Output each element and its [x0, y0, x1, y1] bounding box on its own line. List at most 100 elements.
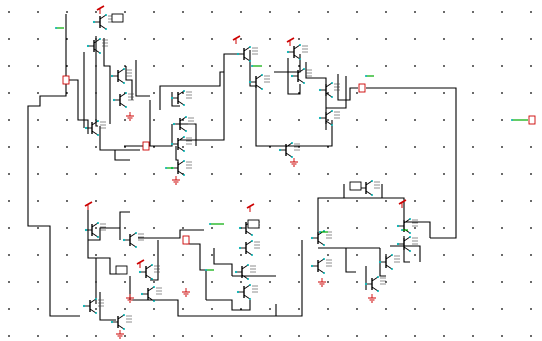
transistor-icon[interactable] [84, 222, 106, 238]
subcircuit-box[interactable] [111, 13, 124, 23]
grid-dot [356, 335, 358, 337]
grid-dot [8, 38, 10, 40]
io-port-icon[interactable] [62, 75, 70, 85]
transistor-icon[interactable] [122, 232, 144, 248]
wire [317, 184, 345, 240]
transistor-icon[interactable] [110, 68, 132, 84]
transistor-icon[interactable] [236, 284, 258, 300]
transistor-icon[interactable] [290, 68, 312, 84]
subcircuit-box[interactable] [247, 219, 260, 229]
grid-dot [472, 119, 474, 121]
transistor-icon[interactable] [86, 38, 108, 54]
wire [95, 36, 98, 127]
grid-dot [95, 200, 97, 202]
transistor-icon[interactable] [170, 90, 192, 106]
grid-dot [501, 308, 503, 310]
grid-dot [37, 11, 39, 13]
grid-dot [298, 281, 300, 283]
io-port-icon[interactable] [142, 141, 150, 151]
grid-dot [327, 308, 329, 310]
grid-dot [327, 92, 329, 94]
grid-dot [443, 200, 445, 202]
grid-dot [501, 65, 503, 67]
grid-dot [8, 254, 10, 256]
transistor-icon[interactable] [92, 14, 114, 30]
grid-dot [530, 173, 532, 175]
subcircuit-box[interactable] [115, 265, 128, 275]
transistor-icon[interactable] [170, 136, 192, 152]
transistor-icon[interactable] [82, 298, 104, 314]
transistor-icon[interactable] [278, 142, 300, 158]
transistor-icon[interactable] [396, 236, 418, 252]
wire [171, 92, 180, 107]
transistor-icon[interactable] [110, 314, 132, 330]
transistor-icon[interactable] [236, 46, 258, 62]
grid-dot [182, 11, 184, 13]
grid-dot [443, 92, 445, 94]
grid-dot [443, 173, 445, 175]
grid-dot [269, 308, 271, 310]
grid-dot [385, 308, 387, 310]
grid-dot [211, 308, 213, 310]
net-label-icon [511, 119, 528, 121]
transistor-icon[interactable] [364, 276, 386, 292]
grid-dot [8, 227, 10, 229]
transistor-icon[interactable] [234, 264, 256, 280]
grid-dot [66, 254, 68, 256]
wire [337, 74, 358, 101]
subcircuit-box[interactable] [349, 181, 362, 191]
grid-dot [211, 254, 213, 256]
grid-dot [530, 38, 532, 40]
grid-dot [472, 308, 474, 310]
grid-dot [211, 92, 213, 94]
transistor-icon[interactable] [140, 286, 162, 302]
transistor-icon[interactable] [84, 120, 106, 136]
grid-dot [443, 65, 445, 67]
wire [326, 76, 347, 109]
grid-dot [472, 200, 474, 202]
grid-dot [472, 11, 474, 13]
ground-icon [290, 158, 298, 167]
transistor-icon[interactable] [138, 264, 160, 280]
net-label-icon [205, 269, 214, 271]
grid-dot [8, 119, 10, 121]
io-port-icon[interactable] [358, 83, 366, 93]
net-label-icon [251, 65, 262, 67]
grid-dot [240, 65, 242, 67]
transistor-icon[interactable] [172, 116, 194, 132]
vdd-supply-icon [96, 5, 105, 14]
grid-dot [95, 227, 97, 229]
grid-dot [240, 200, 242, 202]
grid-dot [472, 173, 474, 175]
grid-dot [356, 119, 358, 121]
grid-dot [443, 227, 445, 229]
grid-dot [530, 200, 532, 202]
transistor-icon[interactable] [286, 44, 308, 60]
transistor-icon[interactable] [238, 240, 260, 256]
grid-dot [414, 65, 416, 67]
ground-icon [318, 278, 326, 287]
transistor-icon[interactable] [112, 92, 134, 108]
grid-dot [414, 308, 416, 310]
grid-dot [356, 200, 358, 202]
wire [135, 60, 150, 97]
io-port-icon[interactable] [182, 235, 190, 245]
wire [366, 87, 457, 239]
grid-dot [443, 308, 445, 310]
vdd-supply-icon [84, 201, 93, 210]
transistor-icon[interactable] [310, 258, 332, 274]
grid-dot [443, 335, 445, 337]
grid-dot [269, 254, 271, 256]
transistor-icon[interactable] [248, 74, 270, 90]
transistor-icon[interactable] [318, 110, 340, 126]
grid-dot [472, 281, 474, 283]
transistor-icon[interactable] [378, 254, 400, 270]
io-port-icon[interactable] [528, 115, 536, 125]
transistor-icon[interactable] [318, 82, 340, 98]
transistor-icon[interactable] [396, 218, 418, 234]
grid-dot [414, 173, 416, 175]
grid-dot [124, 308, 126, 310]
grid-dot [530, 146, 532, 148]
grid-dot [298, 227, 300, 229]
